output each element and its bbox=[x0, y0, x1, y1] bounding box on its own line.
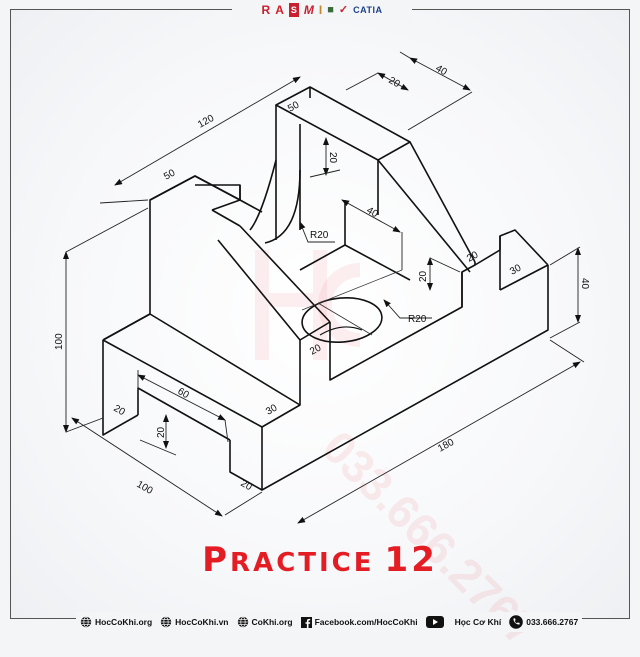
svg-text:50: 50 bbox=[162, 167, 177, 182]
globe-icon bbox=[80, 616, 92, 628]
footer-link-hoccokhi-org[interactable]: HocCoKhi.org bbox=[80, 616, 152, 628]
footer-link-facebook[interactable]: Facebook.com/HocCoKhi bbox=[300, 616, 418, 628]
footer-contacts: HocCoKhi.org HocCoKhi.vn CoKhi.org Faceb… bbox=[76, 612, 583, 632]
mastercam-logo: M bbox=[303, 3, 314, 17]
svg-text:20: 20 bbox=[327, 152, 338, 164]
footer-link-youtube[interactable]: Học Cơ Khí bbox=[425, 616, 501, 628]
svg-text:20: 20 bbox=[308, 342, 323, 357]
catia-logo: CATIA bbox=[353, 5, 383, 15]
svg-text:40: 40 bbox=[579, 278, 590, 290]
svg-text:50: 50 bbox=[286, 99, 301, 114]
svg-text:100: 100 bbox=[135, 479, 155, 497]
svg-text:30: 30 bbox=[508, 262, 523, 277]
svg-text:R20: R20 bbox=[310, 230, 329, 241]
isometric-drawing: 120 50 50 20 40 20 R20 40 20 R20 20 30 4… bbox=[54, 51, 590, 524]
phone-icon bbox=[509, 615, 524, 629]
youtube-icon bbox=[425, 616, 444, 628]
inventor-logo: I bbox=[318, 3, 323, 17]
globe-icon bbox=[237, 616, 249, 628]
globe-icon bbox=[160, 616, 172, 628]
svg-text:30: 30 bbox=[264, 402, 279, 417]
svg-text:20: 20 bbox=[239, 478, 255, 493]
svg-text:180: 180 bbox=[436, 437, 456, 455]
svg-text:100: 100 bbox=[54, 333, 65, 350]
svg-text:R20: R20 bbox=[408, 314, 427, 325]
svg-text:20: 20 bbox=[156, 426, 167, 438]
footer-link-cokhi-org[interactable]: CoKhi.org bbox=[237, 616, 293, 628]
catia-mark-icon: ✓ bbox=[338, 4, 349, 16]
watermark-logo bbox=[255, 250, 361, 360]
revit-logo: R bbox=[261, 3, 271, 17]
svg-text:40: 40 bbox=[434, 63, 450, 78]
autocad-logo: A bbox=[275, 3, 284, 17]
svg-text:20: 20 bbox=[418, 270, 429, 282]
footer-phone[interactable]: 033.666.2767 bbox=[509, 615, 578, 629]
footer-link-hoccokhi-vn[interactable]: HocCoKhi.vn bbox=[160, 616, 229, 628]
svg-text:20: 20 bbox=[465, 249, 480, 264]
software-logos: R A S M I ■ ✓ CATIA bbox=[232, 0, 412, 20]
nx-logo: ■ bbox=[327, 4, 334, 16]
svg-text:20: 20 bbox=[112, 403, 128, 418]
dimension-lines bbox=[63, 51, 585, 524]
facebook-icon bbox=[300, 616, 312, 628]
solidworks-logo: S bbox=[288, 3, 299, 17]
svg-text:40: 40 bbox=[365, 205, 381, 220]
svg-text:20: 20 bbox=[387, 75, 403, 90]
svg-text:60: 60 bbox=[176, 386, 192, 401]
center-lines bbox=[301, 269, 403, 336]
